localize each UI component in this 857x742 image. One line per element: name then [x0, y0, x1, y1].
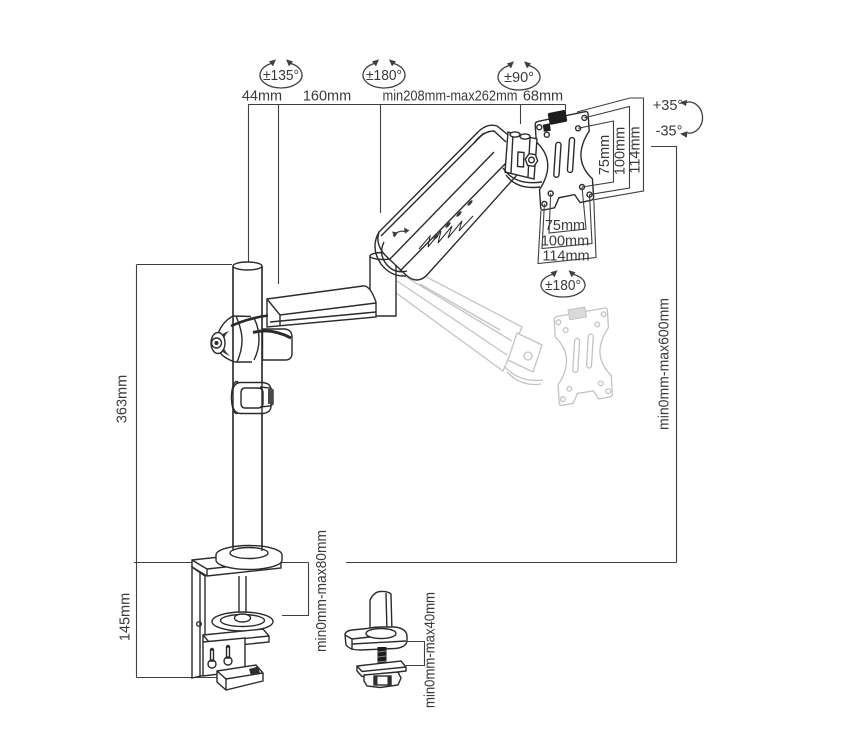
svg-text:±135°: ±135°	[263, 68, 299, 84]
svg-text:min0mm-max80mm: min0mm-max80mm	[314, 530, 330, 652]
svg-text:114mm: 114mm	[628, 126, 644, 173]
svg-text:114mm: 114mm	[542, 249, 589, 265]
svg-text:min0mm-max600mm: min0mm-max600mm	[657, 298, 673, 430]
svg-text:363mm: 363mm	[115, 375, 131, 423]
svg-text:75mm: 75mm	[545, 218, 585, 234]
svg-text:100mm: 100mm	[613, 127, 629, 175]
svg-text:100mm: 100mm	[541, 234, 589, 250]
svg-text:±90°: ±90°	[504, 70, 534, 86]
svg-text:±180°: ±180°	[545, 278, 581, 294]
svg-text:+35°: +35°	[653, 98, 683, 114]
svg-text:min208mm-max262mm: min208mm-max262mm	[383, 89, 518, 105]
svg-text:75mm: 75mm	[597, 135, 613, 175]
svg-text:160mm: 160mm	[303, 89, 351, 105]
svg-text:68mm: 68mm	[523, 89, 563, 105]
svg-text:-35°: -35°	[656, 124, 683, 140]
svg-text:44mm: 44mm	[242, 89, 282, 105]
svg-text:145mm: 145mm	[118, 593, 134, 641]
svg-text:±180°: ±180°	[366, 68, 402, 84]
svg-text:min0mm-max40mm: min0mm-max40mm	[423, 592, 439, 708]
